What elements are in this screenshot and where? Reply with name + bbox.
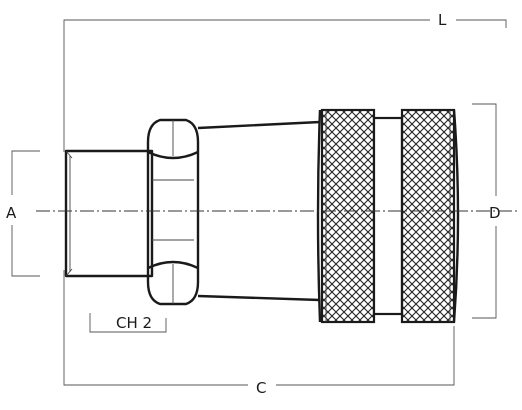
- dimension-l-label: L: [438, 11, 447, 29]
- dimension-c: C: [63, 270, 455, 397]
- threaded-end: [64, 149, 154, 278]
- dimension-d-label: D: [489, 204, 501, 222]
- dimension-a: A: [6, 150, 40, 277]
- knurl-band-left: [320, 108, 376, 324]
- sleeve-collar: [372, 116, 404, 316]
- dimension-d: D: [472, 103, 501, 319]
- dimension-a-label: A: [6, 204, 17, 222]
- knurl-band-right: [400, 108, 456, 324]
- knurled-sleeve: [316, 108, 460, 324]
- dimension-ch2: CH 2: [89, 313, 167, 333]
- dimension-c-label: C: [256, 379, 266, 397]
- hex-nut: [146, 118, 200, 306]
- dimension-ch2-label: CH 2: [116, 314, 152, 332]
- dimension-l: L: [63, 11, 507, 152]
- body-tube: [197, 120, 321, 302]
